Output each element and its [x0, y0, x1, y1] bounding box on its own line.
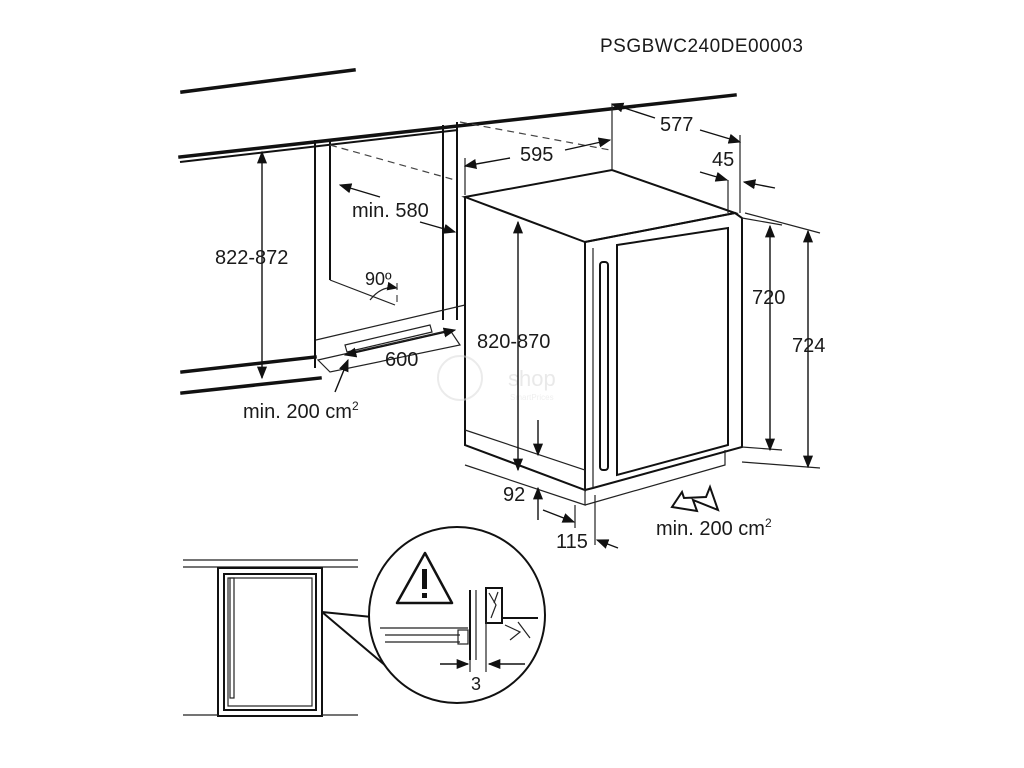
warning-triangle-icon — [395, 551, 454, 605]
plinth-depth-label: 115 — [556, 531, 588, 553]
detail-callout: 3 — [368, 526, 546, 704]
superscript-2: 2 — [765, 516, 772, 530]
watermark: shop SmartPrices — [437, 355, 556, 402]
product-code: PSGBWC240DE00003 — [600, 36, 803, 57]
door-offset-label: 45 — [712, 149, 734, 171]
niche-depth-label: min. 580 — [352, 200, 429, 222]
front-view — [183, 559, 394, 717]
vent-area-right-label: min. 200 cm2 — [656, 516, 772, 540]
cabinet-width-label: 595 — [520, 144, 553, 166]
plinth-height-label: 92 — [503, 484, 525, 506]
height-720-label: 720 — [752, 287, 785, 309]
depth-label: 577 — [660, 114, 693, 136]
kitchen-niche — [178, 68, 737, 395]
watermark-subtext: SmartPrices — [510, 393, 554, 402]
niche-height-label: 822-872 — [215, 247, 288, 269]
opening-angle-label: 90º — [365, 269, 392, 289]
superscript-2: 2 — [352, 399, 359, 413]
gap-label: 3 — [471, 674, 481, 694]
watermark-text: shop — [508, 366, 556, 391]
vent-area-left-label: min. 200 cm2 — [243, 399, 359, 423]
appliance-height-label: 820-870 — [477, 331, 550, 353]
height-724-label: 724 — [792, 335, 825, 357]
door-handle — [599, 261, 609, 471]
plinth-width-label: 600 — [385, 349, 418, 371]
wine-cooler — [461, 168, 743, 506]
airflow-arrow-icon — [670, 484, 720, 513]
